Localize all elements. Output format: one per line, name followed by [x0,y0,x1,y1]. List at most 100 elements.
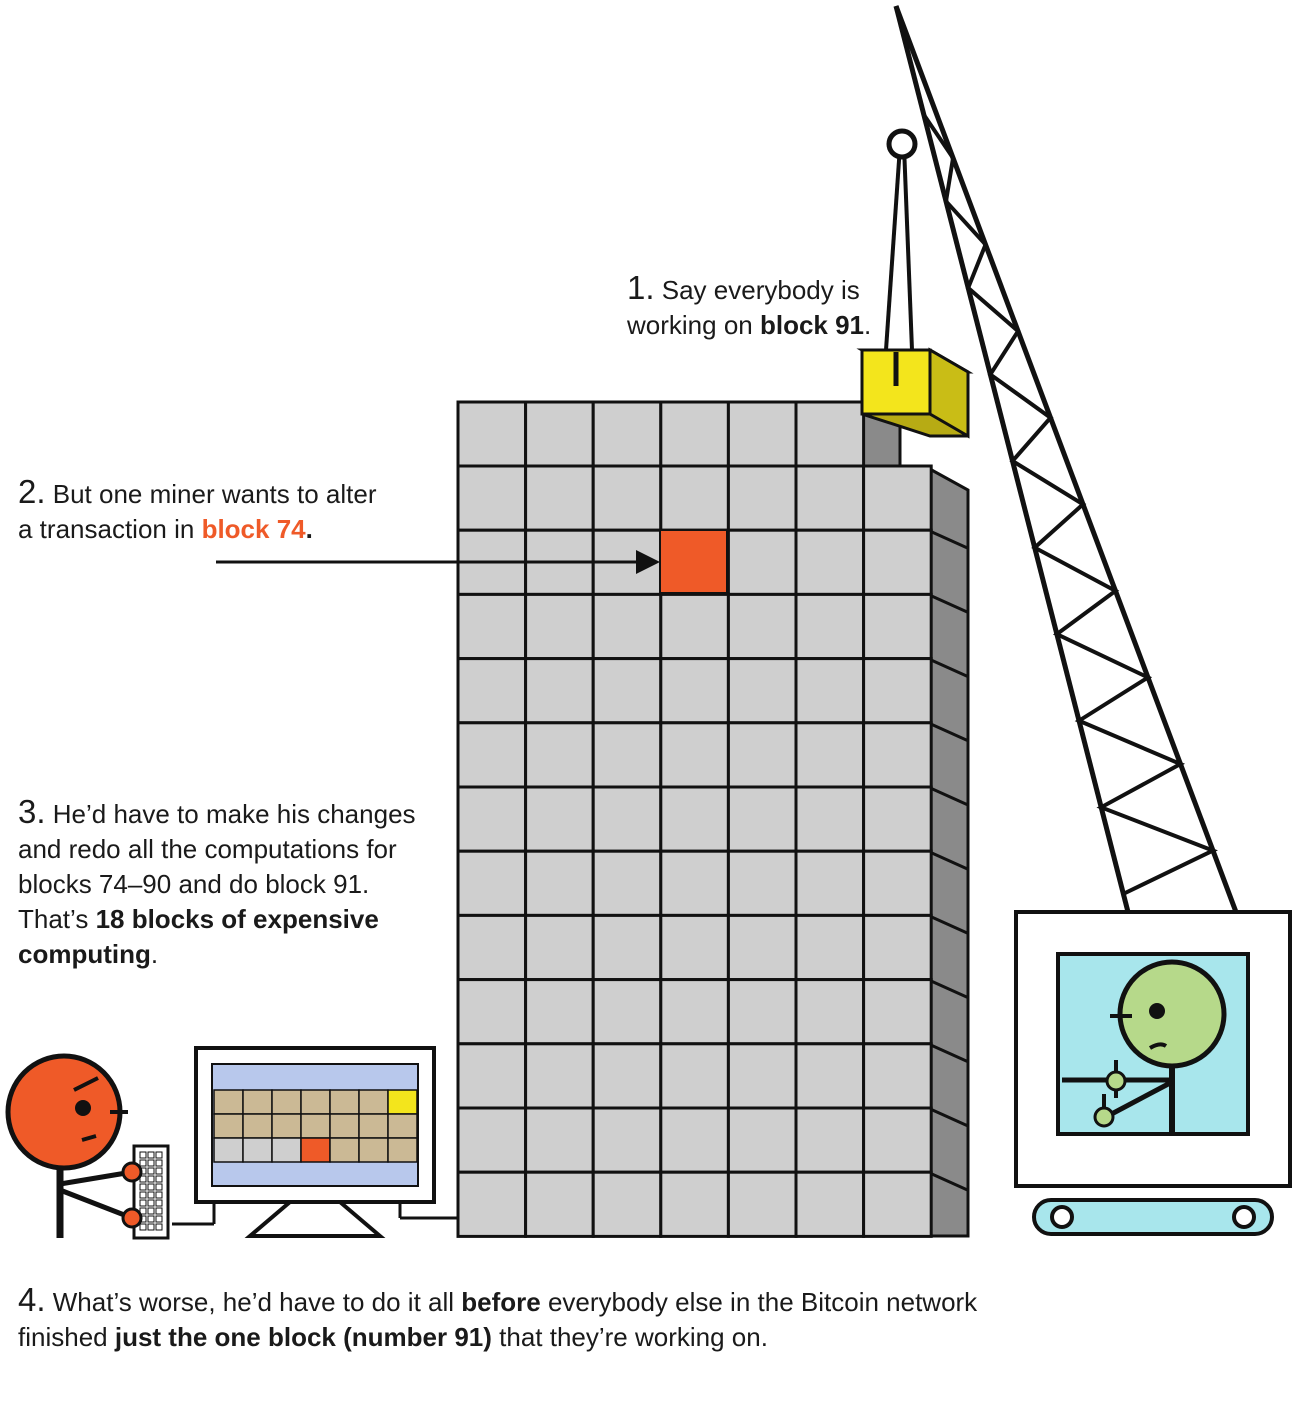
block-tower [456,400,970,1238]
monitor-block [242,1089,273,1115]
tower-block [591,400,663,468]
tower-block [659,849,730,917]
tower-block [726,1170,798,1238]
side-joint [927,721,969,743]
tower-block [456,913,528,982]
block-grid [456,400,933,1238]
operator-figure-icon [1062,959,1227,1134]
crane-treads [1032,1198,1274,1236]
tower-block [794,400,866,468]
monitor-block [358,1137,389,1163]
side-joint [927,1106,969,1128]
crane-lattice [922,113,1218,896]
step-2-end: . [305,514,313,544]
tower-block [659,721,730,789]
step-2-number: 2. [18,473,46,510]
tower-block [794,592,866,661]
tower-block [659,913,730,982]
side-joint [927,914,969,935]
side-joint [927,528,969,550]
key [139,1223,147,1231]
tower-block [456,721,528,789]
key [139,1183,147,1191]
step-2-text: But one miner wants to alter a transacti… [18,479,377,544]
step-1-end: . [864,310,872,340]
monitor-block [242,1113,273,1139]
monitor-block [300,1113,331,1139]
tower-block [456,785,528,853]
step-4-highlight-2: just the one block (number 91) [114,1322,492,1352]
tower-block [726,464,798,532]
key [155,1151,163,1159]
computer-monitor-icon [172,1046,458,1238]
step-3-end: . [150,939,159,969]
tower-block [794,913,866,982]
miner-figure-icon [5,1053,143,1238]
step-4-text-2: everybody else in the Bitcoin network fi… [18,1287,978,1352]
tower-block [524,657,595,725]
tower-block [794,978,866,1046]
tower-block [726,657,798,725]
tower-block [862,657,933,725]
tower-block [726,400,798,468]
tower-block [794,528,866,596]
tower-block [524,1106,595,1174]
tower-block [591,721,663,789]
key [139,1175,147,1183]
tower-block [726,913,798,982]
step-1-highlight: block 91 [759,310,865,340]
tower-block [524,978,595,1046]
monitor-block [387,1137,418,1163]
arrow-to-block-74 [216,550,660,574]
tower-block [862,1170,933,1238]
key [155,1167,163,1175]
key [155,1215,163,1223]
key [139,1207,147,1215]
block-74 [659,529,728,594]
tower-block [862,785,933,853]
key [147,1159,155,1167]
key [147,1183,155,1191]
tower-block [659,464,730,532]
monitor-block [358,1113,389,1139]
step-3-text: He’d have to make his changes and redo a… [18,799,416,934]
key [155,1191,163,1199]
step-3-highlight: 18 blocks of expensive computing [18,904,379,969]
tower-side-joints [927,528,969,1192]
key [147,1191,155,1199]
step-3-number: 3. [18,793,46,830]
key [147,1199,155,1207]
step-1-number: 1. [627,269,655,306]
tower-block [456,464,528,532]
key [155,1183,163,1191]
tower-block [726,1106,798,1174]
step-2-caption: 2. But one miner wants to alter a transa… [18,474,398,547]
tower-block [659,1042,730,1110]
monitor-block [271,1137,302,1163]
step-2-highlight: block 74 [201,514,306,544]
tower-block [726,592,798,661]
key [147,1223,155,1231]
tower-block [591,1106,663,1174]
tower-block [794,1106,866,1174]
tower-block [456,978,528,1046]
monitor-block [300,1137,331,1163]
tower-block [726,721,798,789]
tower-block [862,721,933,789]
monitor-block [271,1113,302,1139]
tower-block [726,849,798,917]
monitor-block [329,1137,360,1163]
key [139,1191,147,1199]
tower-block [591,592,663,661]
key [155,1207,163,1215]
tower-block [862,528,933,596]
tower-block [591,657,663,725]
tower-block [591,1042,663,1110]
tower-block [659,978,730,1046]
tower-block [862,1042,933,1110]
tower-block [862,464,933,532]
key [139,1151,147,1159]
monitor-block [387,1113,418,1139]
tower-block [591,785,663,853]
key [147,1215,155,1223]
